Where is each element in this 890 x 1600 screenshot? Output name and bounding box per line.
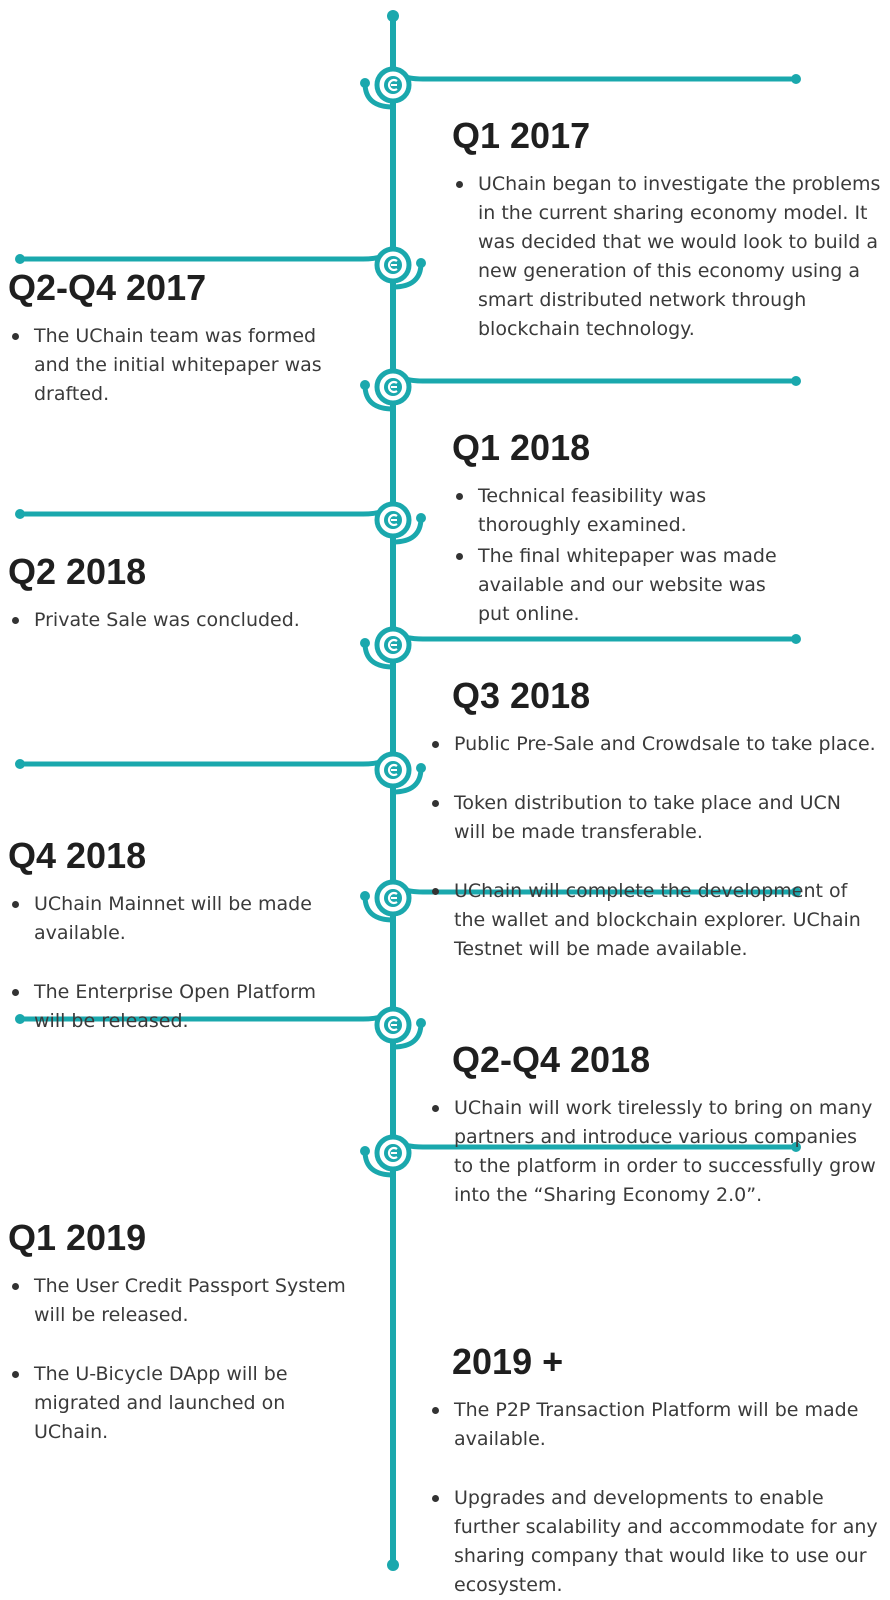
timeline-branch-line [20, 242, 396, 262]
timeline-branch-line [390, 364, 796, 384]
timeline-branch-line [390, 62, 796, 82]
milestone-items: Public Pre-Sale and Crowdsale to take pl… [428, 730, 878, 964]
milestone-title: Q1 2019 [8, 1217, 147, 1258]
milestone-q1-2018: Q1 2018 Technical feasibility was thorou… [452, 428, 802, 629]
logo-mark [387, 513, 398, 527]
milestone-title: Q2-Q4 2017 [8, 267, 207, 308]
logo-mark [387, 891, 398, 905]
hook-end-dot [360, 1146, 370, 1156]
list-item: Token distribution to take place and UCN… [428, 789, 878, 847]
timeline-node-9 [360, 1130, 801, 1178]
milestone-title: 2019 + [452, 1341, 564, 1382]
logo-mark [387, 1018, 398, 1032]
timeline-node-6 [15, 747, 426, 795]
milestone-title: Q4 2018 [8, 835, 147, 876]
branch-end-dot [15, 254, 25, 264]
milestone-title: Q2-Q4 2018 [452, 1039, 651, 1080]
milestone-2019-plus: 2019 + The P2P Transaction Platform will… [428, 1342, 878, 1600]
branch-end-dot [791, 74, 801, 84]
list-item: Technical feasibility was thoroughly exa… [452, 482, 802, 540]
list-item: UChain began to investigate the problems… [452, 170, 890, 344]
timeline-node-7 [360, 875, 801, 923]
logo-mark [387, 1146, 398, 1160]
timeline-branch-line [20, 497, 396, 517]
hook-end-dot [360, 380, 370, 390]
milestone-items: Technical feasibility was thoroughly exa… [452, 482, 802, 629]
milestone-title: Q1 2017 [452, 115, 591, 156]
branch-end-dot [791, 887, 801, 897]
milestone-q2-q4-2018: Q2-Q4 2018 UChain will work tirelessly t… [428, 1040, 878, 1210]
branch-end-dot [791, 376, 801, 386]
milestone-items: The UChain team was formed and the initi… [8, 322, 348, 409]
hook-end-dot [416, 763, 426, 773]
milestone-q3-2018: Q3 2018 Public Pre-Sale and Crowdsale to… [428, 676, 878, 964]
milestone-title: Q3 2018 [452, 675, 591, 716]
milestone-q1-2019: Q1 2019 The User Credit Passport System … [8, 1218, 358, 1447]
logo-mark [387, 638, 398, 652]
hook-end-dot [360, 78, 370, 88]
list-item: The UChain team was formed and the initi… [8, 322, 348, 409]
list-item: The final whitepaper was made available … [452, 542, 802, 629]
hook-end-dot [416, 513, 426, 523]
milestone-items: UChain will work tirelessly to bring on … [428, 1094, 878, 1210]
logo-mark [387, 380, 398, 394]
list-item: The Enterprise Open Platform will be rel… [8, 978, 338, 1036]
list-item: The User Credit Passport System will be … [8, 1272, 358, 1330]
milestone-items: UChain Mainnet will be made available. T… [8, 890, 338, 1036]
timeline-node-1 [360, 62, 801, 110]
timeline-node-3 [360, 364, 801, 412]
milestone-q4-2018: Q4 2018 UChain Mainnet will be made avai… [8, 836, 338, 1036]
timeline-node-4 [15, 497, 426, 545]
logo-mark [387, 763, 398, 777]
milestone-items: The User Credit Passport System will be … [8, 1272, 358, 1447]
milestone-items: The P2P Transaction Platform will be mad… [428, 1396, 878, 1600]
branch-end-dot [15, 1014, 25, 1024]
list-item: The U-Bicycle DApp will be migrated and … [8, 1360, 358, 1447]
list-item: UChain will complete the development of … [428, 877, 878, 964]
list-item: Private Sale was concluded. [8, 606, 348, 635]
hook-end-dot [416, 258, 426, 268]
logo-mark [387, 258, 398, 272]
milestone-q2-2018: Q2 2018 Private Sale was concluded. [8, 552, 348, 635]
milestone-title: Q1 2018 [452, 427, 591, 468]
list-item: UChain will work tirelessly to bring on … [428, 1094, 878, 1210]
branch-end-dot [15, 509, 25, 519]
branch-end-dot [15, 759, 25, 769]
timeline-node-2 [15, 242, 426, 290]
milestone-title: Q2 2018 [8, 551, 147, 592]
timeline-node-8 [15, 1002, 426, 1050]
milestone-items: Private Sale was concluded. [8, 606, 348, 635]
logo-mark [387, 78, 398, 92]
milestone-q2-q4-2017: Q2-Q4 2017 The UChain team was formed an… [8, 268, 348, 409]
list-item: The P2P Transaction Platform will be mad… [428, 1396, 878, 1454]
list-item: Public Pre-Sale and Crowdsale to take pl… [428, 730, 878, 759]
list-item: UChain Mainnet will be made available. [8, 890, 338, 948]
timeline-branch-line [20, 747, 396, 767]
branch-end-dot [791, 634, 801, 644]
hook-end-dot [416, 1018, 426, 1028]
branch-end-dot [791, 1142, 801, 1152]
milestone-items: UChain began to investigate the problems… [452, 170, 890, 344]
hook-end-dot [360, 638, 370, 648]
milestone-q1-2017: Q1 2017 UChain began to investigate the … [452, 116, 890, 344]
hook-end-dot [360, 891, 370, 901]
timeline-node-5 [360, 622, 801, 670]
